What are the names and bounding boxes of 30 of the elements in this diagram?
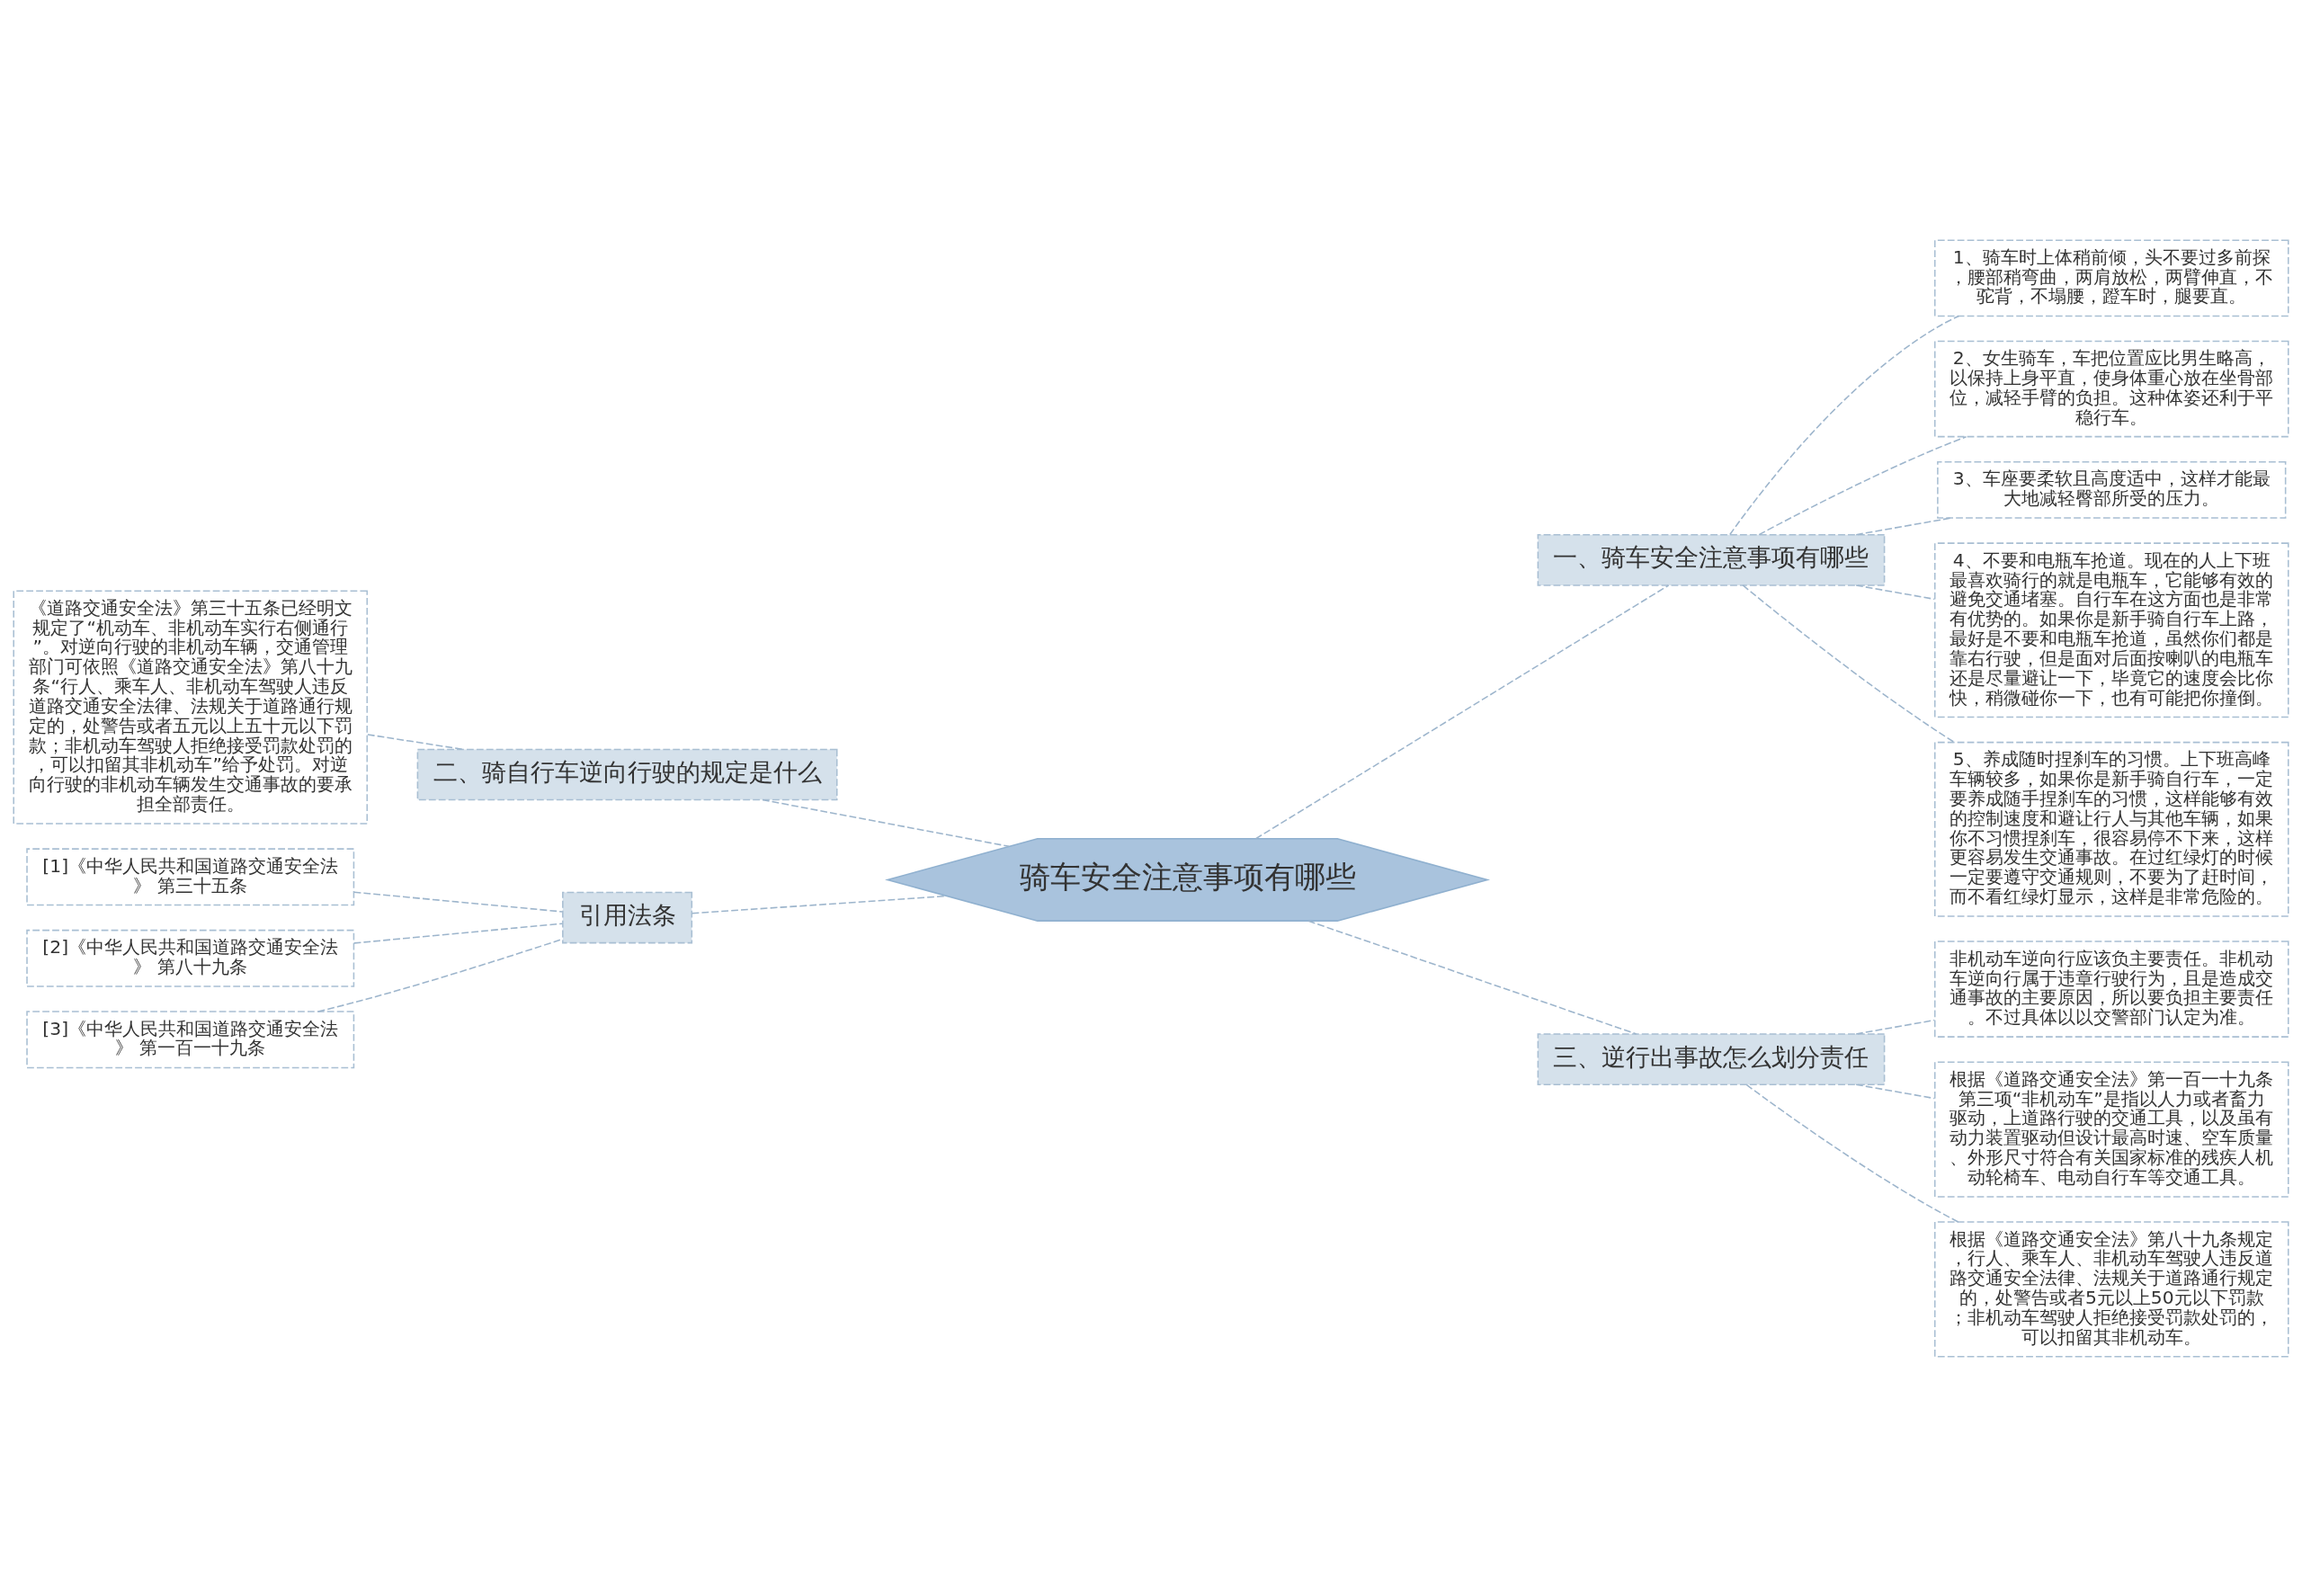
connector bbox=[1855, 1019, 1935, 1035]
connector bbox=[352, 890, 564, 913]
node-box: 2、女生骑车，车把位置应比男生略高，以保持上身平直，使身体重心放在坐骨部位，减轻手臂的负担。这种体姿还利于平稳行车。 bbox=[1933, 340, 2289, 437]
connector bbox=[1254, 584, 1670, 839]
node-box: 三、逆行出事故怎么划分责任 bbox=[1537, 1032, 1886, 1085]
node-box: 1、骑车时上体稍前倾，头不要过多前探，腰部稍弯曲，两肩放松，两臂伸直，不驼背，不塌腰，蹬车时，腿要直。 bbox=[1933, 238, 2289, 317]
connector bbox=[1742, 584, 1955, 743]
connector bbox=[762, 798, 1010, 847]
connector bbox=[1745, 1083, 1959, 1223]
connector bbox=[1758, 435, 1967, 535]
node-box: 根据《道路交通安全法》第八十九条规定，行人、乘车人、非机动车驾驶人违反道路交通安全法律、法规关于道路通行规定的，处警告或者5元以上50元以下罚款；非机动车驾驶人拒绝接受罚款处罚的，可以扣留其非机动车。 bbox=[1933, 1220, 2289, 1358]
connector bbox=[352, 922, 564, 944]
node-box: 5、养成随时捏刹车的习惯。上下班高峰车辆较多，如果你是新手骑自行车，一定要养成随手捏刹车的习惯，这样能够有效的控制速度和避让行人与其他车辆，如果你不习惯捏刹车，很容易停不下来，这样更容易发生交通事故。在过红绿灯的时候一定要遵守交通规则，不要为了赶时间，而不看红绿灯显示，这样是非常危险的。 bbox=[1933, 741, 2289, 917]
connector bbox=[1307, 920, 1637, 1035]
connector bbox=[1855, 1083, 1935, 1099]
node-box: 3、车座要柔软且高度适中，这样才能最大地减轻臀部所受的压力。 bbox=[1937, 460, 2287, 519]
node-box: 根据《道路交通安全法》第一百一十九条第三项“非机动车”是指以人力或者畜力驱动，上道路行驶的交通工具，以及虽有动力装置驱动但设计最高时速、空车质量、外形尺寸符合有关国家标准的残疾人机动轮椅车、电动自行车等交通工具。 bbox=[1933, 1060, 2289, 1198]
connector bbox=[1855, 584, 1935, 600]
node-box: 4、不要和电瓶车抢道。现在的人上下班最喜欢骑行的就是电瓶车，它能够有效的避免交通堵塞。自行车在这方面也是非常有优势的。如果你是新手骑自行车上路，最好是不要和电瓶车抢道，虽然你们都是靠右行驶，但是面对后面按喇叭的电瓶车还是尽量避让一下，毕竟它的速度会比你快，稍微碰你一下，也有可能把你撞倒。 bbox=[1933, 541, 2289, 718]
connector bbox=[1729, 315, 1960, 535]
connector bbox=[1855, 516, 1952, 535]
node-box: [1]《中华人民共和国道路交通安全法》 第三十五条 bbox=[26, 847, 355, 905]
node-box: 《道路交通安全法》第三十五条已经明文规定了“机动车、非机动车实行右侧通行”。对逆向行驶的非机动车辆，交通管理部门可依照《道路交通安全法》第八十九条“行人、乘车人、非机动车驾驶人违反道路交通安全法律、法规关于道路通行规定的，处警告或者五元以上五十元以下罚款；非机动车驾驶人拒绝接受罚款处罚的，可以扣留其非机动车”给予处罚。对逆向行驶的非机动车辆发生交通事故的要承担全部责任。 bbox=[13, 589, 369, 825]
node-box: 二、骑自行车逆向行驶的规定是什么 bbox=[416, 748, 838, 800]
connector bbox=[367, 733, 464, 750]
node-box: [2]《中华人民共和国道路交通安全法》 第八十九条 bbox=[26, 929, 355, 987]
node-box: 引用法条 bbox=[562, 891, 693, 943]
node-box: 非机动车逆向行应该负主要责任。非机动车逆向行属于违章行驶行为，且是造成交通事故的主要原因，所以要负担主要责任。不过具体以以交警部门认定为准。 bbox=[1933, 940, 2289, 1038]
node-box: [3]《中华人民共和国道路交通安全法》 第一百一十九条 bbox=[26, 1010, 355, 1068]
node-box: 一、骑车安全注意事项有哪些 bbox=[1537, 533, 1886, 586]
